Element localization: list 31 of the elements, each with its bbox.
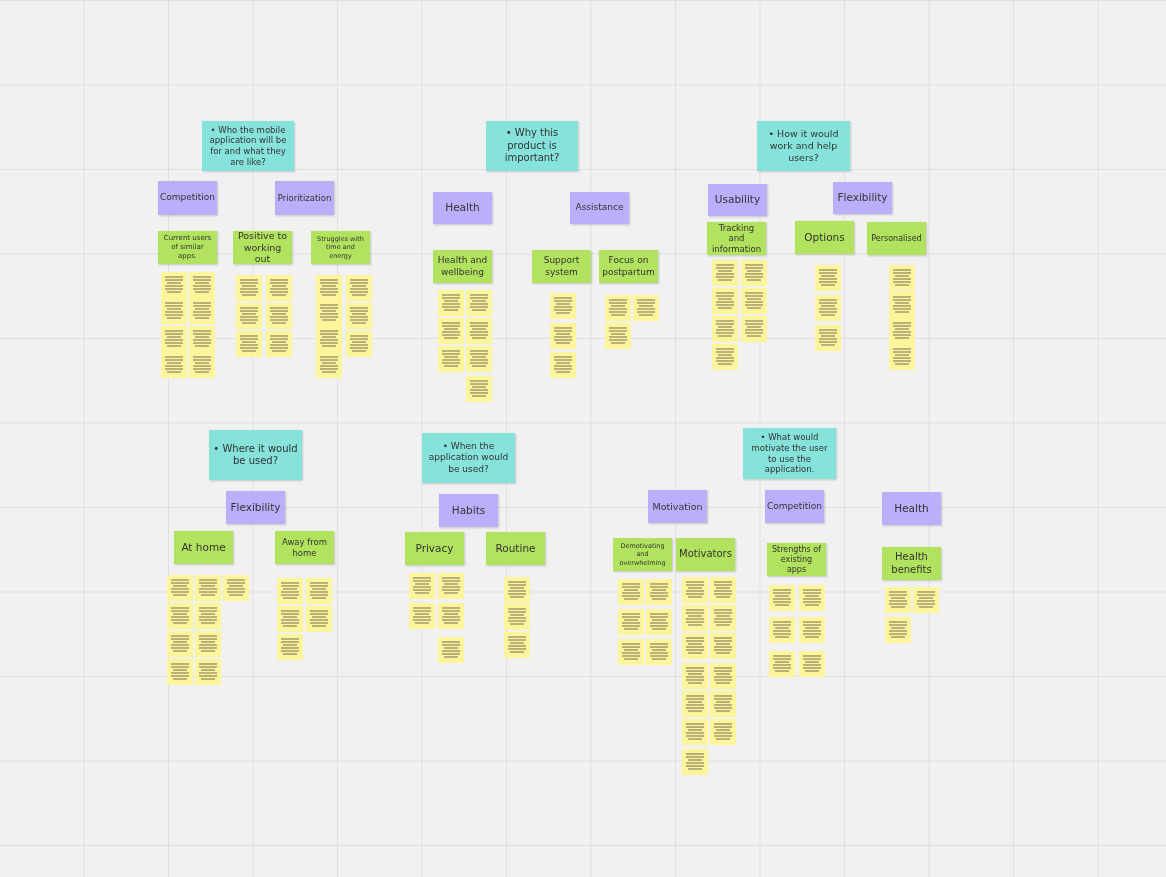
sticky-note: Focus on postpartum bbox=[599, 250, 658, 283]
sticky-note: Options bbox=[795, 221, 854, 254]
sticky-note: Health bbox=[433, 192, 492, 224]
sticky-note: Health and wellbeing bbox=[433, 250, 492, 283]
sticky-note: Motivation bbox=[648, 490, 707, 523]
sticky-note: Away from home bbox=[275, 531, 334, 564]
sticky-note: At home bbox=[174, 531, 233, 564]
sticky-note: • Who the mobile application will be for and what they are like? bbox=[202, 121, 294, 171]
sticky-note: Competition bbox=[765, 490, 824, 523]
sticky-note: Flexibility bbox=[833, 182, 892, 214]
sticky-note: Personalised bbox=[867, 222, 926, 255]
sticky-note: Health bbox=[882, 492, 941, 525]
sticky-note: Prioritization bbox=[275, 181, 334, 215]
sticky-note: Health benefits bbox=[882, 547, 941, 580]
sticky-note: • How it would work and help users? bbox=[757, 121, 850, 171]
sticky-note: Flexibility bbox=[226, 491, 285, 524]
sticky-note: Tracking and information bbox=[707, 222, 766, 255]
sticky-note: Habits bbox=[439, 494, 498, 527]
sticky-note: Strengths of existing apps bbox=[767, 543, 826, 576]
sticky-note: • When the application would be used? bbox=[422, 433, 515, 483]
sticky-note: Assistance bbox=[570, 192, 629, 224]
sticky-note: • Where it would be used? bbox=[209, 430, 302, 480]
sticky-note: Support system bbox=[532, 250, 591, 283]
sticky-note: Competition bbox=[158, 181, 217, 215]
sticky-note: Privacy bbox=[405, 532, 464, 565]
sticky-note: Motivators bbox=[676, 538, 735, 571]
sticky-note: Routine bbox=[486, 532, 545, 565]
sticky-note: • What would motivate the user to use the application. bbox=[743, 428, 836, 479]
sticky-note: Positive to working out bbox=[233, 231, 292, 264]
sticky-note: Usability bbox=[708, 184, 767, 216]
sticky-note: • Why this product is important? bbox=[486, 121, 578, 171]
